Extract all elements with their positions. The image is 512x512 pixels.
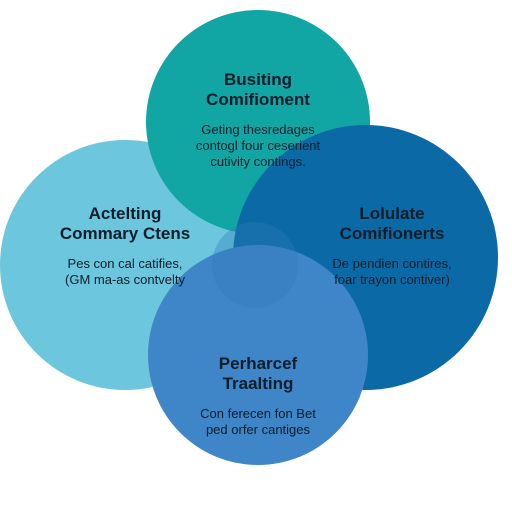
top-title-line2: Comifioment [206, 90, 310, 109]
bottom-title-line2: Traalting [222, 374, 294, 393]
left-text: Actelting Commary Ctens Pes con cal cati… [25, 204, 225, 288]
bottom-body: Con ferecen fon Bet ped orfer cantiges [148, 406, 368, 438]
top-title-line1: Busiting [224, 70, 292, 89]
bottom-body-line1: Con ferecen fon Bet [200, 406, 316, 421]
top-body-line2: contogl four ceserient [195, 138, 321, 153]
left-body-line1: Pes con cal catifies, [67, 256, 183, 271]
right-body: De pendien contires, foar trayon contive… [292, 256, 492, 288]
bottom-circle [148, 245, 368, 465]
top-body-line1: Geting thesredages [201, 122, 315, 137]
left-title-line1: Actelting [88, 204, 162, 223]
right-title-line1: Lolulate [359, 204, 425, 223]
top-body: Geting thesredages contogl four ceserien… [146, 122, 370, 170]
left-body-line2: (GM ma-as contvelty [65, 272, 185, 287]
right-title-line2: Comifionerts [339, 224, 445, 243]
right-body-line1: De pendien contires, [332, 256, 452, 271]
left-title-line2: Commary Ctens [59, 224, 191, 243]
center-overlap-shape [212, 222, 298, 308]
bottom-text: Perharcef Traalting Con ferecen fon Bet … [148, 354, 368, 438]
top-body-line3: cutivity contings. [210, 154, 306, 169]
bottom-title-line1: Perharcef [218, 354, 298, 373]
right-text: Lolulate Comifionerts De pendien contire… [292, 204, 492, 288]
left-body: Pes con cal catifies, (GM ma-as contvelt… [25, 256, 225, 288]
top-text: Busiting Comifioment Geting thesredages … [146, 70, 370, 170]
right-body-line2: foar trayon contiver) [334, 272, 450, 287]
bottom-body-line2: ped orfer cantiges [205, 422, 311, 437]
